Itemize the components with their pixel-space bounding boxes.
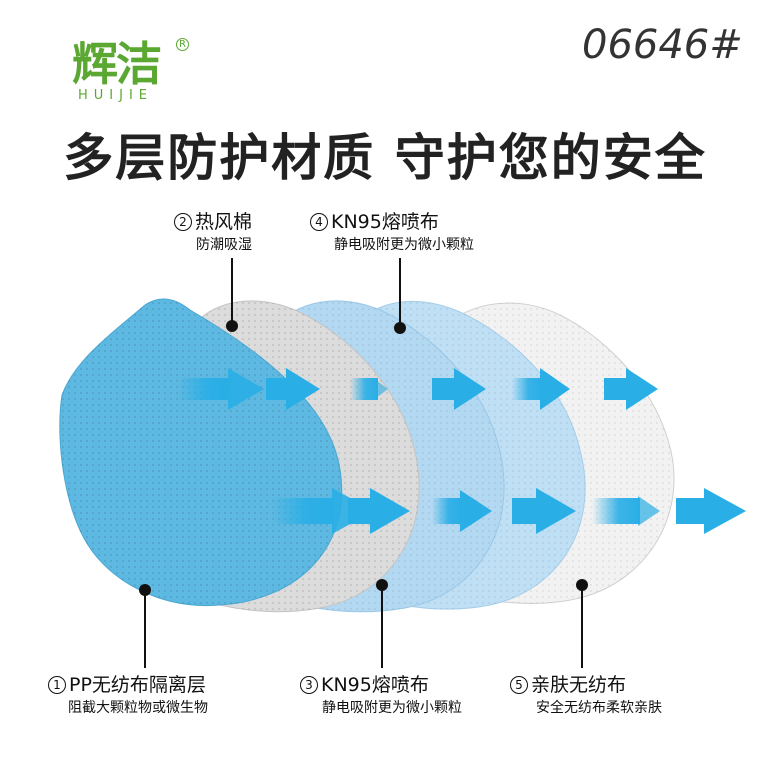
layer-title: KN95熔喷布	[321, 674, 429, 696]
layer-description: 静电吸附更为微小颗粒	[334, 237, 474, 253]
layer-title: KN95熔喷布	[331, 211, 439, 233]
brand-logo: 辉洁 HUIJIE R	[72, 38, 192, 110]
layer-number-badge: 1	[48, 676, 66, 694]
arrow-icon	[350, 378, 388, 400]
page-headline: 多层防护材质 守护您的安全	[63, 129, 707, 187]
arrow-icon	[348, 488, 410, 534]
pointer-5	[576, 579, 588, 668]
arrow-icon	[512, 488, 576, 534]
pointer-4	[394, 258, 406, 334]
product-code: 06646#	[582, 22, 743, 68]
arrow-icon	[592, 496, 660, 526]
layer-number-badge: 5	[510, 676, 528, 694]
layer-title: PP无纺布隔离层	[69, 674, 206, 696]
arrow-icon	[676, 488, 746, 534]
layer-description: 阻截大颗粒物或微生物	[68, 700, 208, 716]
arrow-icon	[432, 490, 492, 532]
brand-name-cn: 辉洁	[72, 37, 162, 91]
registered-mark-icon: R	[176, 38, 189, 51]
layer-1-shape	[59, 298, 343, 607]
pointer-2	[226, 258, 238, 332]
pointer-1	[139, 584, 151, 668]
layer-description: 防潮吸湿	[196, 237, 252, 253]
arrow-icon	[432, 368, 486, 410]
arrow-icon	[266, 368, 320, 410]
layer-title: 亲肤无纺布	[531, 674, 627, 696]
layer-number-badge: 2	[174, 213, 192, 231]
layer-number-badge: 4	[310, 213, 328, 231]
layer-description: 静电吸附更为微小颗粒	[322, 700, 462, 716]
brand-name-en: HUIJIE	[78, 88, 154, 103]
arrow-icon	[604, 368, 658, 410]
arrow-row-bottom	[272, 488, 746, 534]
arrow-icon	[512, 368, 570, 410]
arrow-row-top	[178, 368, 658, 410]
arrow-icon	[178, 368, 264, 410]
layer-title: 热风棉	[195, 211, 253, 233]
layer-description: 安全无纺布柔软亲肤	[536, 700, 662, 716]
pointer-3	[376, 579, 388, 668]
layer-number-badge: 3	[300, 676, 318, 694]
